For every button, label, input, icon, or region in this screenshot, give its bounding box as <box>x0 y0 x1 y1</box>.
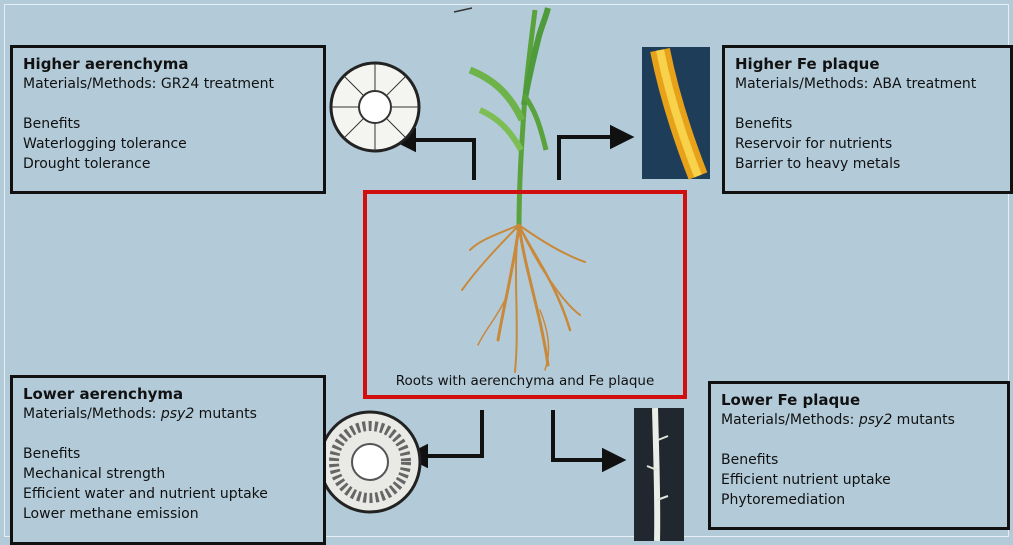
benefit-item: Drought tolerance <box>23 154 313 174</box>
benefit-item: Efficient water and nutrient uptake <box>23 484 313 504</box>
center-roots-highlight: Roots with aerenchyma and Fe plaque <box>363 190 687 399</box>
panel-title: Higher aerenchyma <box>23 54 313 74</box>
cross-section-high-aerenchyma-image <box>331 63 419 151</box>
root-fe-plaque-high-image <box>642 47 710 179</box>
panel-higher-aerenchyma: Higher aerenchyma Materials/Methods: GR2… <box>10 45 326 194</box>
panel-lower-aerenchyma: Lower aerenchyma Materials/Methods: psy2… <box>10 375 326 545</box>
panel-higher-fe-plaque: Higher Fe plaque Materials/Methods: ABA … <box>722 45 1013 194</box>
cross-section-low-aerenchyma-image <box>320 412 420 512</box>
benefit-item: Mechanical strength <box>23 464 313 484</box>
panel-benefits-heading: Benefits <box>23 444 313 464</box>
benefit-item: Phytoremediation <box>721 490 997 510</box>
root-fe-plaque-low-image <box>634 408 684 541</box>
panel-methods: Materials/Methods: GR24 treatment <box>23 74 313 94</box>
benefit-item: Waterlogging tolerance <box>23 134 313 154</box>
panel-lower-fe-plaque: Lower Fe plaque Materials/Methods: psy2 … <box>708 381 1010 530</box>
panel-benefits-heading: Benefits <box>721 450 997 470</box>
benefit-item: Lower methane emission <box>23 504 313 524</box>
panel-benefits-heading: Benefits <box>735 114 1000 134</box>
panel-methods: Materials/Methods: psy2 mutants <box>721 410 997 430</box>
panel-title: Lower aerenchyma <box>23 384 313 404</box>
center-label: Roots with aerenchyma and Fe plaque <box>367 373 683 389</box>
panel-benefits-heading: Benefits <box>23 114 313 134</box>
panel-methods: Materials/Methods: psy2 mutants <box>23 404 313 424</box>
benefit-item: Barrier to heavy metals <box>735 154 1000 174</box>
panel-methods: Materials/Methods: ABA treatment <box>735 74 1000 94</box>
benefit-item: Efficient nutrient uptake <box>721 470 997 490</box>
panel-title: Lower Fe plaque <box>721 390 997 410</box>
benefit-item: Reservoir for nutrients <box>735 134 1000 154</box>
panel-title: Higher Fe plaque <box>735 54 1000 74</box>
